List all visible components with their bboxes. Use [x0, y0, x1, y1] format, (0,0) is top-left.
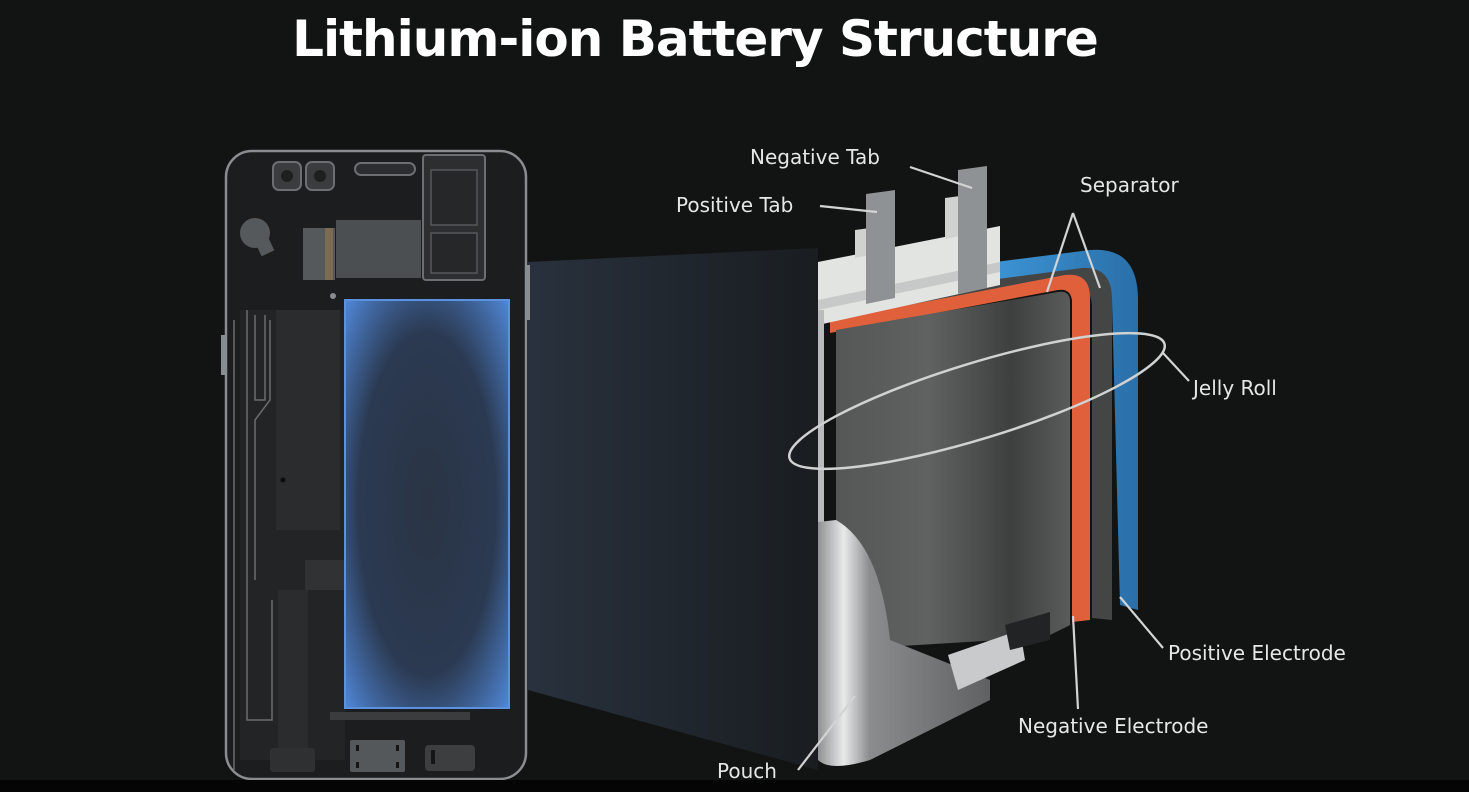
leader-lines [797, 165, 1190, 771]
usb-port [350, 740, 405, 772]
label-pouch: Pouch [717, 759, 777, 783]
label-jelly-roll: Jelly Roll [1193, 376, 1277, 400]
speaker-grille [354, 162, 416, 176]
label-positive-tab: Positive Tab [676, 193, 794, 217]
leader-pouch [797, 695, 856, 771]
leader-jelly-roll [1162, 352, 1190, 382]
jelly-roll-core [836, 291, 1070, 650]
leader-separator-b [1071, 212, 1102, 289]
phone-illustration [221, 149, 530, 781]
label-negative-tab: Negative Tab [750, 145, 880, 169]
phone-side-button [527, 265, 530, 320]
camera-lens-icon [314, 170, 326, 182]
audio-jack [425, 745, 475, 771]
leader-separator-a [1045, 212, 1075, 293]
leader-negative-electrode [1071, 615, 1080, 710]
bottom-letterbox [0, 780, 1469, 792]
camera-lens-icon [281, 170, 293, 182]
negative-tab [958, 166, 987, 294]
leader-positive-electrode [1119, 596, 1164, 649]
pouch [818, 520, 990, 766]
chip [336, 220, 421, 278]
projection-cone [528, 248, 818, 770]
battery-cell-illustration [818, 166, 1138, 766]
label-negative-electrode: Negative Electrode [1018, 714, 1209, 738]
phone-side-button [221, 335, 225, 375]
label-separator: Separator [1080, 173, 1179, 197]
positive-tab [866, 190, 895, 304]
phone-battery-highlight [344, 299, 510, 709]
leader-negative-tab [909, 165, 973, 190]
label-positive-electrode: Positive Electrode [1168, 641, 1346, 665]
leader-positive-tab [819, 204, 878, 214]
slide-title: Lithium-ion Battery Structure [292, 10, 1099, 68]
jelly-roll-indicator [787, 331, 1167, 471]
